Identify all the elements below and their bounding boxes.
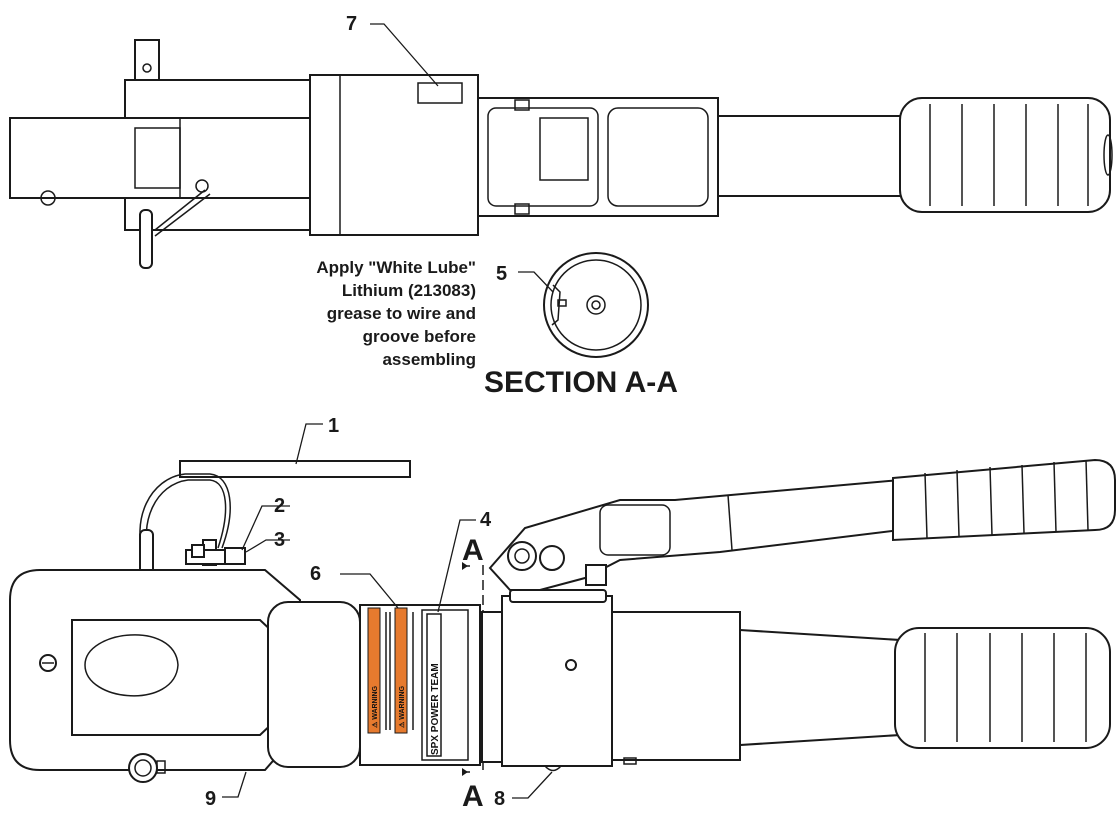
lower-pin bbox=[128, 753, 158, 783]
callout-6: 6 bbox=[310, 563, 321, 585]
upper-handle-grip bbox=[892, 458, 1116, 542]
top-label-area bbox=[417, 82, 463, 104]
pump-block bbox=[501, 595, 613, 767]
callout-8: 8 bbox=[494, 788, 505, 810]
note-line-5: assembling bbox=[382, 350, 476, 369]
section-marker-bottom: A bbox=[462, 780, 484, 813]
callout-1: 1 bbox=[328, 415, 339, 437]
leader-1 bbox=[295, 423, 323, 465]
hex-nut bbox=[224, 547, 246, 565]
warning-decal: ⚠ WARNING ⚠ WARNING bbox=[367, 607, 414, 734]
leader-4 bbox=[437, 519, 476, 613]
top-view bbox=[9, 39, 1113, 269]
top-wire-pin bbox=[139, 209, 153, 269]
callout-5: 5 bbox=[496, 263, 507, 285]
warning-text-1: ⚠ WARNING bbox=[371, 685, 379, 728]
top-collar bbox=[309, 74, 479, 236]
section-marker-top: A bbox=[462, 534, 484, 567]
callout-2: 2 bbox=[274, 495, 285, 517]
reservoir-tube bbox=[611, 611, 741, 761]
section-a-a-view bbox=[543, 252, 649, 358]
pump-lever bbox=[488, 478, 901, 591]
note-line-4: groove before bbox=[363, 327, 476, 346]
section-title: SECTION A-A bbox=[484, 366, 678, 399]
leader-8 bbox=[512, 771, 553, 799]
top-lock-pin bbox=[134, 39, 160, 81]
die-opening bbox=[71, 619, 293, 736]
section-outer-ring bbox=[543, 252, 649, 358]
leader-2 bbox=[241, 505, 290, 551]
callout-4: 4 bbox=[480, 509, 492, 531]
warning-stripe-1 bbox=[367, 607, 381, 734]
note-line-2: Lithium (213083) bbox=[342, 281, 476, 300]
pump-port bbox=[565, 659, 577, 671]
lube-instruction-note: Apply "White Lube" Lithium (213083) grea… bbox=[316, 258, 476, 369]
neck-ring bbox=[481, 611, 503, 763]
top-handle-tube bbox=[717, 115, 905, 197]
retaining-wire bbox=[139, 473, 231, 561]
lever-stop bbox=[585, 564, 607, 586]
leader-7 bbox=[370, 23, 439, 87]
top-handle-grip bbox=[899, 97, 1113, 213]
callout-9: 9 bbox=[205, 788, 216, 810]
note-line-3: grease to wire and bbox=[327, 304, 476, 323]
leader-lines bbox=[222, 23, 554, 799]
callout-7: 7 bbox=[346, 13, 357, 35]
lever-pivot-bolt bbox=[507, 541, 537, 571]
collar-body bbox=[267, 601, 361, 768]
brand-text: SPX POWER TEAM bbox=[430, 663, 441, 755]
callout-3: 3 bbox=[274, 529, 285, 551]
lower-handle bbox=[739, 628, 901, 747]
side-view: ⚠ WARNING ⚠ WARNING SPX POWER TEAM bbox=[9, 458, 1116, 783]
pump-notch bbox=[544, 765, 562, 772]
note-line-1: Apply "White Lube" bbox=[316, 258, 476, 277]
jaw-plate bbox=[179, 460, 411, 478]
leader-3 bbox=[245, 539, 290, 553]
die-insert bbox=[84, 634, 179, 697]
lower-handle-grip bbox=[894, 627, 1111, 749]
warning-stripe-2 bbox=[394, 607, 408, 734]
leader-5 bbox=[518, 271, 554, 293]
leader-9 bbox=[222, 771, 247, 798]
leader-6 bbox=[340, 573, 399, 609]
lever-pivot-pin bbox=[539, 545, 565, 571]
brand-label: SPX POWER TEAM bbox=[421, 609, 469, 761]
warning-text-2: ⚠ WARNING bbox=[398, 685, 406, 728]
